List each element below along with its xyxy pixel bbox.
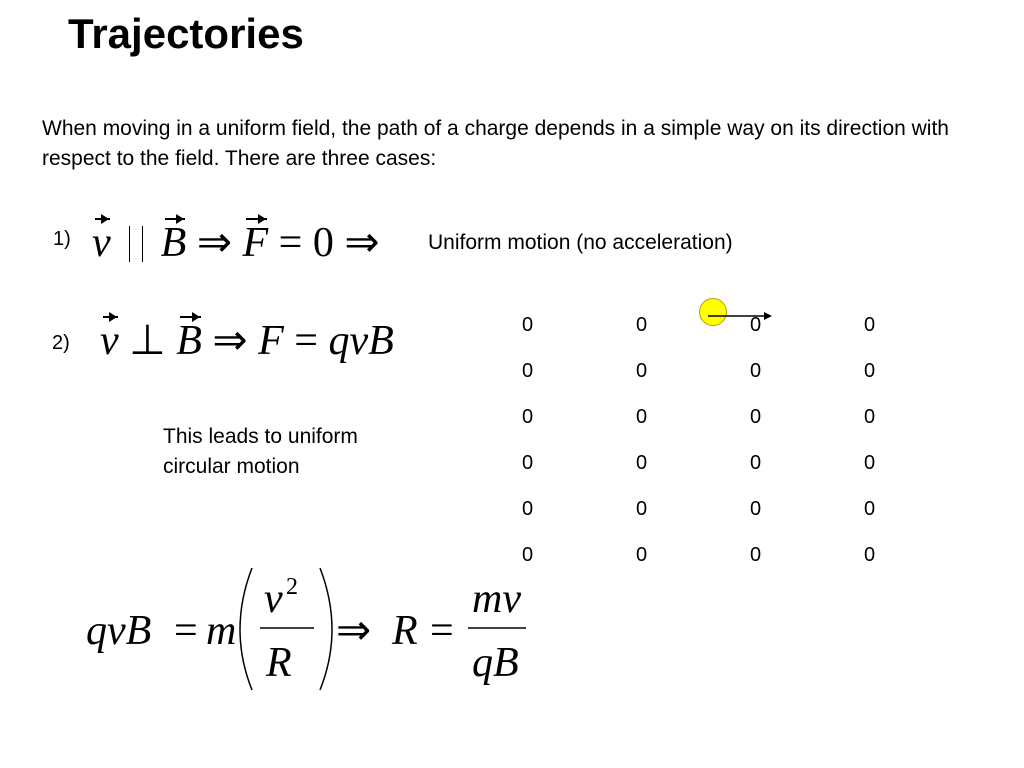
formula-denominator-2: qB [472, 640, 519, 686]
right-paren [319, 567, 333, 691]
radius-formula: qvB = m v 2 R ⇒ R = mv qB [86, 567, 526, 691]
field-cell: 0 [864, 314, 876, 336]
field-cell: 0 [522, 360, 534, 382]
circular-motion-note: This leads to uniform circular motion [163, 425, 358, 478]
parallel-symbol [128, 226, 143, 262]
formula-denominator: R [265, 640, 292, 686]
formula-mass: m [206, 608, 236, 654]
field-cell: 0 [750, 360, 762, 382]
formula-equals: = [174, 608, 198, 654]
field-cell: 0 [522, 406, 534, 428]
field-cell: 0 [636, 452, 648, 474]
left-paren [239, 567, 253, 691]
formula-equals-2: = [430, 608, 454, 654]
field-vector: B [176, 312, 202, 364]
equals-symbol: = [278, 220, 303, 266]
intro-text: When moving in a uniform field, the path… [42, 117, 949, 170]
field-cell: 0 [522, 498, 534, 520]
field-cell: 0 [636, 360, 648, 382]
field-cell: 0 [636, 406, 648, 428]
velocity-vector: v [92, 214, 111, 266]
velocity-arrow-icon [708, 312, 772, 320]
field-grid-row: 0 0 0 0 [510, 406, 966, 452]
magnetic-field-grid: 0 0 0 0 0 0 0 0 0 0 0 0 0 0 0 0 0 0 0 0 0 0 0 0 [510, 314, 966, 590]
charge-particle [699, 298, 727, 326]
qvb-expression: qvB [328, 318, 394, 364]
field-cell: 0 [864, 452, 876, 474]
slide-title: Trajectories [68, 10, 304, 57]
field-grid-row: 0 0 0 0 [510, 314, 966, 360]
field-cell: 0 [522, 544, 534, 566]
field-cell: 0 [636, 544, 648, 566]
implies-symbol: ⇒ [196, 220, 233, 266]
velocity-vector: v [100, 312, 119, 364]
field-grid-table: 0 0 0 0 0 0 0 0 0 0 0 0 0 0 0 0 0 0 0 0 0 0 0 0 [510, 314, 966, 590]
field-cell: 0 [750, 544, 762, 566]
zero-value: 0 [312, 220, 334, 266]
field-cell: 0 [750, 406, 762, 428]
field-cell: 0 [750, 314, 762, 336]
perpendicular-symbol: ⊥ [129, 318, 166, 364]
formula-numerator: v [264, 576, 283, 622]
field-cell: 0 [864, 544, 876, 566]
case-2-label: 2) [52, 332, 70, 354]
field-grid-row: 0 0 0 0 [510, 544, 966, 590]
field-cell: 0 [636, 314, 648, 336]
field-vector: B [160, 214, 187, 266]
field-grid-row: 0 0 0 0 [510, 498, 966, 544]
field-cell: 0 [864, 360, 876, 382]
case-2-equation: v ⊥ B ⇒ F = qvB [100, 312, 394, 364]
force-symbol: F [258, 318, 284, 364]
formula-exponent: 2 [286, 574, 298, 600]
equals-symbol: = [294, 318, 318, 364]
force-vector: F [242, 214, 269, 266]
field-cell: 0 [636, 498, 648, 520]
formula-radius: R [391, 608, 418, 654]
implies-symbol: ⇒ [212, 318, 248, 364]
field-cell: 0 [864, 498, 876, 520]
field-cell: 0 [864, 406, 876, 428]
field-grid-row: 0 0 0 0 [510, 360, 966, 406]
case-1-label: 1) [53, 228, 71, 250]
field-cell: 0 [750, 452, 762, 474]
case-1-result: Uniform motion (no acceleration) [428, 231, 733, 254]
formula-lhs: qvB [86, 608, 151, 654]
field-cell: 0 [522, 452, 534, 474]
field-cell: 0 [750, 498, 762, 520]
field-cell: 0 [522, 314, 534, 336]
field-grid-row: 0 0 0 0 [510, 452, 966, 498]
implies-symbol: ⇒ [344, 220, 380, 266]
formula-implies: ⇒ [336, 608, 371, 654]
formula-numerator-2: mv [472, 576, 521, 622]
